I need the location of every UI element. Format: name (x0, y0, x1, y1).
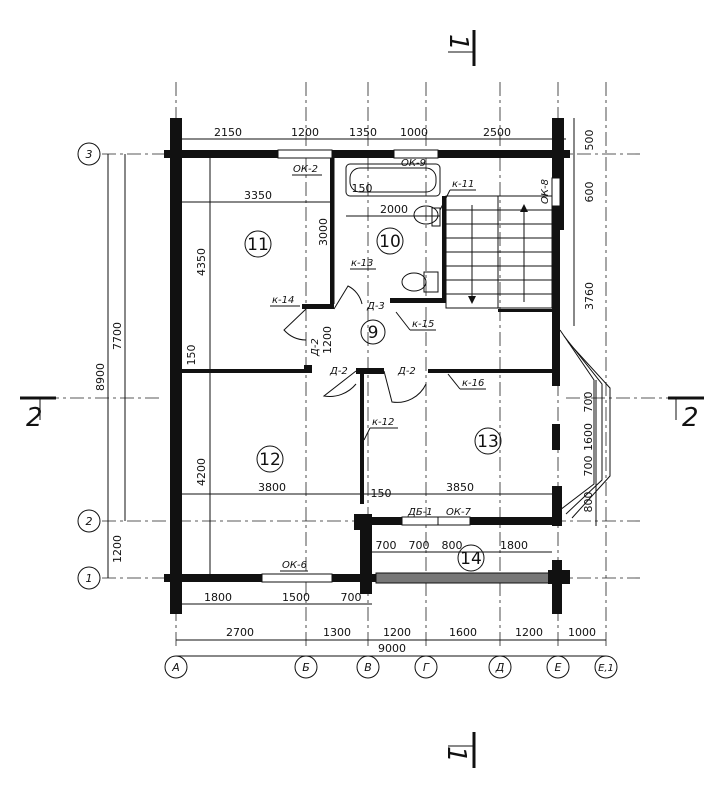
dim-b1-1800: 1800 (204, 591, 232, 604)
room-number-12: 12 (259, 450, 281, 470)
dim-b2-1600: 1600 (449, 626, 477, 639)
axis-markers: А Б В Г Д Е Е,1 3 2 1 (77, 142, 618, 679)
dim-bay-1600: 1600 (582, 423, 595, 451)
doors (283, 285, 427, 403)
label-d3: Д-3 (366, 301, 385, 312)
bay-window (559, 329, 611, 519)
label-ok2: ОК-2 (293, 164, 318, 175)
label-d2-vertical: Д-2 (310, 338, 321, 357)
axis-label-d: Д (495, 661, 505, 674)
dim-room10-width: 2000 (380, 203, 408, 216)
axis-label-b: Б (302, 661, 310, 674)
label-k13: к-13 (351, 258, 373, 269)
dim-right-600: 600 (583, 182, 596, 203)
room-number-13: 13 (477, 432, 499, 452)
axis-label-g: Г (423, 661, 430, 674)
dim-left-7700: 7700 (111, 322, 124, 350)
dim-r14-700a: 700 (376, 539, 397, 552)
dim-top-3: 1350 (349, 126, 377, 139)
dim-inner-4350: 4350 (195, 248, 208, 276)
label-ok8: ОК-8 (540, 179, 551, 204)
axis-label-2: 2 (86, 515, 93, 528)
dim-top-1: 2150 (214, 126, 242, 139)
dim-b1-1500: 1500 (282, 591, 310, 604)
dim-b2-1200b: 1200 (515, 626, 543, 639)
axis-label-e1: Е,1 (598, 663, 614, 674)
dimension-lines (107, 118, 606, 657)
dim-inner-150: 150 (185, 345, 198, 366)
dim-b2-1200a: 1200 (383, 626, 411, 639)
label-ok7: ОК-7 (446, 507, 472, 518)
dimension-texts: 2150 1200 1350 1000 2500 500 600 3760 70… (94, 126, 596, 655)
dim-room11-width: 3350 (244, 189, 272, 202)
dim-top-2: 1200 (291, 126, 319, 139)
label-d2-right: Д-2 (397, 366, 416, 377)
room-number-14: 14 (460, 549, 482, 569)
dim-b2-1300: 1300 (323, 626, 351, 639)
dim-room10-height: 3000 (317, 218, 330, 246)
dim-r14-800: 800 (442, 539, 463, 552)
label-ok9: ОК-9 (401, 158, 426, 169)
dim-bay-800: 800 (582, 492, 595, 513)
dim-inner-4200: 4200 (195, 458, 208, 486)
label-k14: к-14 (272, 295, 294, 306)
dim-room12-width: 3800 (258, 481, 286, 494)
dim-room13-width: 3850 (446, 481, 474, 494)
label-k15: к-15 (412, 319, 434, 330)
sanitary-fixtures (345, 163, 441, 293)
dim-mid-150: 150 (371, 487, 392, 500)
section-cuts: 1 2 2 1 (20, 30, 704, 768)
label-k11: к-11 (452, 179, 474, 190)
dim-top-5: 2500 (483, 126, 511, 139)
section-cut-1-top: 1 (443, 34, 473, 51)
staircase (445, 195, 553, 309)
label-db1: ДБ-1 (407, 507, 433, 518)
section-cut-2-left: 2 (26, 403, 43, 433)
axis-label-v: В (364, 661, 372, 674)
walls (164, 118, 570, 614)
dim-r14-1800: 1800 (500, 539, 528, 552)
section-cut-2-right: 2 (682, 403, 699, 433)
dim-room11-150: 150 (352, 182, 373, 195)
section-cut-1-bottom: 1 (441, 746, 471, 763)
dim-b2-2700: 2700 (226, 626, 254, 639)
axis-label-a: А (171, 661, 180, 674)
dim-b2-1000: 1000 (568, 626, 596, 639)
room-number-10: 10 (379, 232, 401, 252)
axis-label-3: 3 (86, 148, 93, 161)
dim-total-9000: 9000 (378, 642, 406, 655)
room-numbers: 11 10 9 12 13 14 (244, 227, 502, 572)
label-k12: к-12 (372, 417, 394, 428)
element-labels: ОК-2 ОК-9 ОК-8 к-11 к-13 к-14 Д-3 к-15 Д… (270, 158, 551, 572)
room-number-11: 11 (247, 235, 269, 255)
dim-right-500: 500 (583, 130, 596, 151)
label-ok6: ОК-6 (282, 560, 307, 571)
dim-bay-700b: 700 (582, 456, 595, 477)
dim-right-3760: 3760 (583, 282, 596, 310)
room-number-9: 9 (368, 323, 379, 343)
label-d2-left: Д-2 (329, 366, 348, 377)
dim-top-4: 1000 (400, 126, 428, 139)
dim-room9-1200: 1200 (321, 326, 334, 354)
label-k16: к-16 (462, 378, 484, 389)
axis-label-e: Е (555, 661, 562, 674)
dim-left-8900: 8900 (94, 363, 107, 391)
dim-b1-700: 700 (341, 591, 362, 604)
dim-left-1200: 1200 (111, 535, 124, 563)
dim-r14-700b: 700 (409, 539, 430, 552)
axis-label-1: 1 (86, 572, 93, 585)
dim-bay-700a: 700 (582, 392, 595, 413)
